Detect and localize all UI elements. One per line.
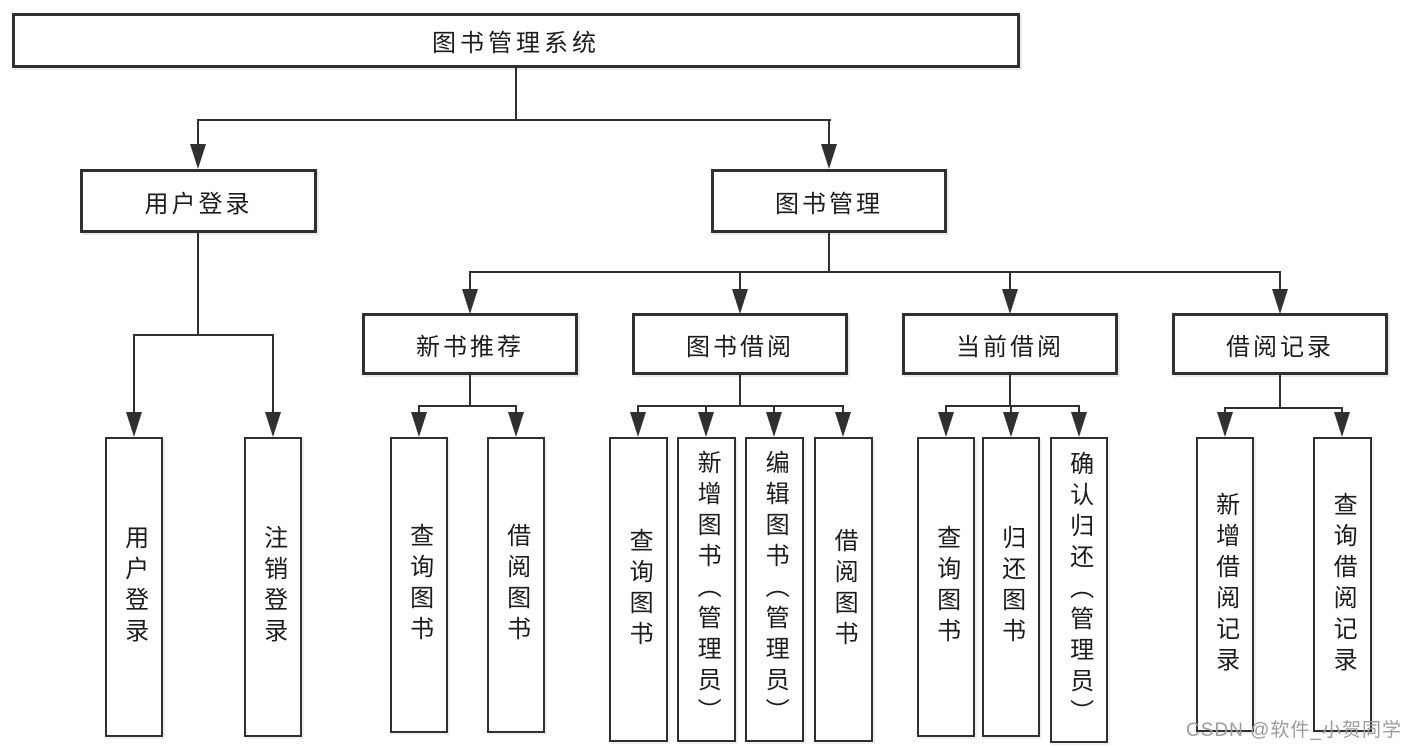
leaf-records-query-record: 查询借阅记录	[1313, 437, 1372, 732]
connector-root-stub	[515, 68, 517, 121]
arrowhead-down-icon	[1003, 412, 1019, 437]
leaf-records-query-record-label: 查询借阅记录	[1329, 491, 1357, 678]
node-current-borrowing-label: 当前借阅	[956, 333, 1064, 361]
connector-new-book-stub	[469, 375, 471, 407]
node-book-management-label: 图书管理	[775, 190, 883, 218]
arrowhead-down-icon	[1272, 289, 1288, 314]
arrowhead-down-icon	[265, 412, 281, 437]
connector-to-current-borrow	[1009, 271, 1011, 293]
leaf-borrow-query-books: 查询图书	[609, 437, 668, 742]
node-book-management: 图书管理	[711, 169, 947, 233]
arrowhead-down-icon	[766, 412, 782, 437]
arrowhead-down-icon	[821, 144, 837, 169]
connector-user-login-split	[133, 334, 274, 336]
leaf-current-confirm-return-admin: 确认归还（管理员）	[1050, 437, 1108, 743]
connector-leaf	[705, 405, 707, 417]
node-current-borrowing: 当前借阅	[902, 313, 1118, 375]
leaf-borrow-borrow-books-label: 借阅图书	[830, 527, 858, 652]
leaf-borrow-edit-books-admin-label: 编辑图书（管理员）	[761, 450, 789, 729]
connector-records-stub	[1279, 375, 1281, 409]
leaf-user-login: 用户登录	[105, 437, 163, 737]
connector-records-split	[1224, 407, 1343, 409]
leaf-records-add-record-label: 新增借阅记录	[1211, 491, 1239, 678]
arrowhead-down-icon	[835, 412, 851, 437]
connector-new-book-split	[418, 405, 517, 407]
connector-book-mgmt-split	[469, 271, 1281, 273]
connector-leaf	[418, 405, 420, 417]
node-book-borrowing-label: 图书借阅	[686, 333, 794, 361]
leaf-newrec-query-books-label: 查询图书	[405, 523, 433, 647]
leaf-borrow-borrow-books: 借阅图书	[814, 437, 873, 742]
connector-book-borrow-split	[637, 405, 844, 407]
leaf-newrec-query-books: 查询图书	[390, 437, 448, 733]
connector-current-borrow-stub	[1009, 375, 1011, 407]
leaf-current-return-books-label: 归还图书	[997, 525, 1025, 649]
node-new-book-recommend: 新书推荐	[362, 313, 578, 375]
connector-to-leaf-user-login	[133, 334, 135, 416]
leaf-records-add-record: 新增借阅记录	[1196, 437, 1254, 732]
arrowhead-down-icon	[630, 412, 646, 437]
leaf-current-query-books-label: 查询图书	[932, 525, 960, 649]
connector-current-borrow-split	[945, 405, 1080, 407]
connector-leaf	[773, 405, 775, 417]
leaf-borrow-add-books-admin: 新增图书（管理员）	[677, 437, 736, 742]
leaf-current-return-books: 归还图书	[982, 437, 1040, 737]
leaf-borrow-query-books-label: 查询图书	[625, 527, 653, 652]
leaf-user-login-label: 用户登录	[120, 525, 148, 649]
connector-leaf	[945, 405, 947, 417]
arrowhead-down-icon	[411, 412, 427, 437]
arrowhead-down-icon	[938, 412, 954, 437]
connector-leaf	[1010, 405, 1012, 417]
leaf-current-query-books: 查询图书	[917, 437, 975, 737]
connector-to-user-login	[197, 119, 199, 151]
leaf-logout-login-label: 注销登录	[259, 525, 287, 649]
node-root-label: 图书管理系统	[432, 30, 600, 57]
connector-user-login-stub	[197, 233, 199, 336]
connector-leaf	[1078, 405, 1080, 417]
arrowhead-down-icon	[1217, 412, 1233, 437]
arrowhead-down-icon	[462, 289, 478, 314]
connector-root-split	[197, 119, 831, 121]
connector-book-mgmt-stub	[828, 233, 830, 273]
node-user-login: 用户登录	[80, 169, 317, 233]
leaf-borrow-edit-books-admin: 编辑图书（管理员）	[745, 437, 804, 742]
leaf-newrec-borrow-books-label: 借阅图书	[502, 523, 530, 647]
connector-to-new-book	[469, 271, 471, 293]
arrowhead-down-icon	[1002, 289, 1018, 314]
node-book-borrowing: 图书借阅	[632, 313, 848, 375]
connector-leaf	[515, 405, 517, 417]
arrowhead-down-icon	[508, 412, 524, 437]
arrowhead-down-icon	[126, 412, 142, 437]
connector-leaf	[842, 405, 844, 417]
arrowhead-down-icon	[1071, 412, 1087, 437]
arrowhead-down-icon	[190, 144, 206, 169]
connector-leaf	[637, 405, 639, 417]
node-borrowing-records-label: 借阅记录	[1226, 333, 1334, 361]
connector-book-borrow-stub	[739, 375, 741, 407]
connector-to-book-borrow	[739, 271, 741, 293]
leaf-borrow-add-books-admin-label: 新增图书（管理员）	[693, 450, 721, 729]
connector-to-book-management	[828, 119, 830, 151]
leaf-logout-login: 注销登录	[244, 437, 302, 737]
leaf-current-confirm-return-admin-label: 确认归还（管理员）	[1065, 450, 1093, 730]
arrowhead-down-icon	[732, 289, 748, 314]
node-user-login-label: 用户登录	[144, 190, 253, 218]
node-root: 图书管理系统	[12, 13, 1020, 68]
node-borrowing-records: 借阅记录	[1172, 313, 1388, 375]
watermark: CSDN @软件_小贺同学	[1186, 720, 1402, 741]
node-new-book-recommend-label: 新书推荐	[416, 333, 524, 361]
connector-to-borrow-records	[1279, 271, 1281, 293]
connector-to-leaf-logout	[272, 334, 274, 416]
arrowhead-down-icon	[698, 412, 714, 437]
leaf-newrec-borrow-books: 借阅图书	[487, 437, 545, 733]
arrowhead-down-icon	[1334, 412, 1350, 437]
